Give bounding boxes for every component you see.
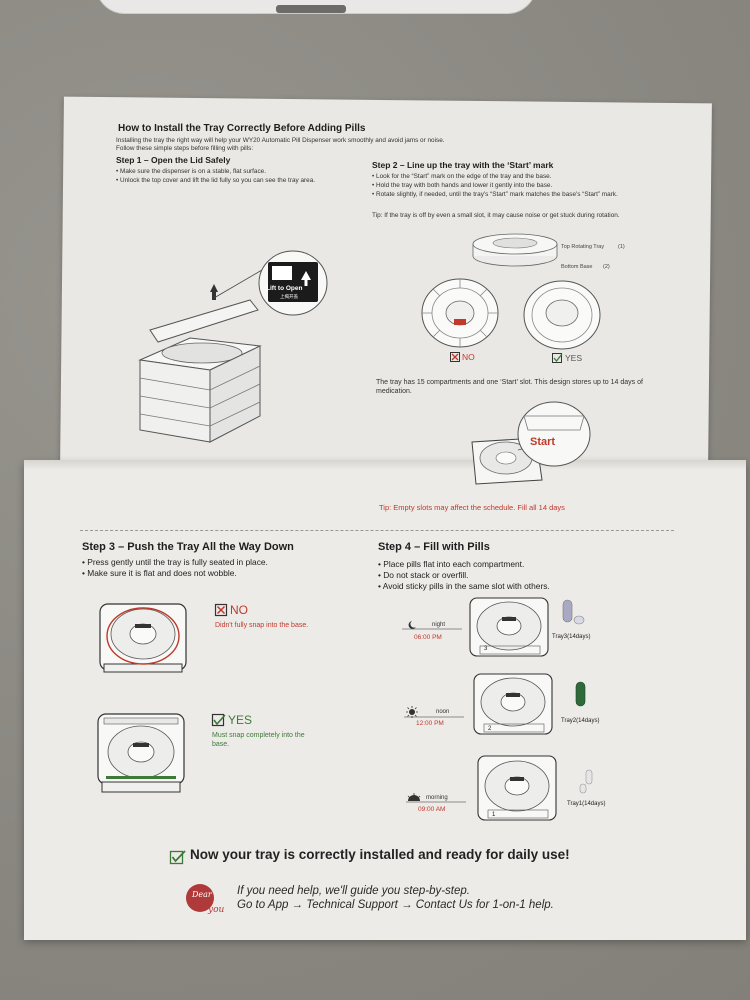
step3-bullet-2: • Make sure it is flat and does not wobb… xyxy=(82,568,237,578)
tray2-illustration xyxy=(473,673,553,735)
tray2-num: 2 xyxy=(488,726,492,732)
dispenser-device-top xyxy=(95,0,537,14)
step1-bullet-2: • Unlock the top cover and lift the lid … xyxy=(116,177,316,184)
no-cross-icon xyxy=(450,352,460,362)
tray3-illustration xyxy=(469,597,549,657)
tray2-pill-icon xyxy=(575,681,586,707)
step3-no-icon xyxy=(214,603,228,617)
tray3-num: 3 xyxy=(484,646,488,652)
step4-bullet-3: • Avoid sticky pills in the same slot wi… xyxy=(378,581,550,591)
final-check-icon xyxy=(169,850,186,865)
compartments-text: The tray has 15 compartments and one ‘St… xyxy=(376,379,643,395)
step2-bullet-1: • Look for the “Start” mark on the edge … xyxy=(372,173,552,180)
step2-bullet-3: • Rotate slightly, if needed, until the … xyxy=(372,191,618,198)
start-mark-label: Start xyxy=(530,436,556,448)
start-slot-illustration xyxy=(471,401,591,485)
lift-to-open-label: Lift to Open xyxy=(266,285,303,292)
sheet-fold xyxy=(24,460,746,470)
tray-misaligned-illustration xyxy=(421,278,499,348)
sheet-title: How to Install the Tray Correctly Before… xyxy=(118,123,366,134)
label-bottom-base-num: (2) xyxy=(603,264,610,270)
tray3-period: night xyxy=(432,622,446,628)
tray2-time: 12:00 PM xyxy=(416,720,444,727)
tray1-num: 1 xyxy=(492,812,496,818)
tray-seated-illustration xyxy=(97,713,185,793)
intro-line-1: Installing the tray the right way will h… xyxy=(116,137,445,144)
step3-no-label: NO xyxy=(230,603,248,617)
logo-text-bottom: you xyxy=(208,905,225,915)
step3-no-desc: Didn't fully snap into the base. xyxy=(215,622,309,629)
tray2-label: Tray2(14days) xyxy=(561,718,600,724)
lift-to-open-callout xyxy=(258,250,328,316)
step3-yes-icon xyxy=(211,713,226,727)
tray3-pills-icon xyxy=(562,599,585,625)
open-dispenser-illustration xyxy=(138,269,263,443)
tray1-time: 09:00 AM xyxy=(418,806,446,813)
step3-heading: Step 3 – Push the Tray All the Way Down xyxy=(82,541,294,553)
step4-bullet-1: • Place pills flat into each compartment… xyxy=(378,559,525,569)
yes-check-icon xyxy=(552,353,563,363)
step2-heading: Step 2 – Line up the tray with the ‘Star… xyxy=(372,160,554,170)
dear-you-logo xyxy=(186,884,214,912)
tray3-label: Tray3(14days) xyxy=(552,634,591,640)
tray3-time: 06:00 PM xyxy=(414,634,442,641)
tray2-period: noon xyxy=(436,709,450,715)
tray1-period: morning xyxy=(426,795,448,801)
moon-icon xyxy=(402,621,462,630)
step1-bullet-1: • Make sure the dispenser is on a stable… xyxy=(116,168,267,175)
tip-fill-all: Tip: Empty slots may affect the schedule… xyxy=(379,503,565,512)
tray-not-seated-illustration xyxy=(99,603,187,673)
step1-heading: Step 1 – Open the Lid Safely xyxy=(116,155,231,165)
sunrise-icon xyxy=(406,793,466,803)
intro-line-2: Follow these simple steps before filling… xyxy=(116,145,254,152)
step2-bullet-2: • Hold the tray with both hands and lowe… xyxy=(372,182,553,189)
instruction-sheet-lower xyxy=(24,462,746,940)
dispenser-slot xyxy=(276,5,346,13)
label-top-tray-num: (1) xyxy=(618,244,625,250)
tray1-illustration xyxy=(477,755,557,821)
sun-icon xyxy=(404,706,464,718)
tray-stack-illustration xyxy=(472,233,558,267)
step2-no-label: NO xyxy=(462,352,475,362)
label-bottom-base: Bottom Base xyxy=(561,264,593,270)
label-top-tray: Top Rotating Tray xyxy=(561,244,605,250)
section-divider xyxy=(80,530,674,531)
step2-yes-label: YES xyxy=(565,353,583,363)
step4-bullet-2: • Do not stack or overfill. xyxy=(378,570,469,580)
help-line-1: If you need help, we'll guide you step-b… xyxy=(237,885,470,897)
final-message: Now your tray is correctly installed and… xyxy=(190,847,570,862)
help-line-2: Go to App → Technical Support → Contact … xyxy=(237,899,554,911)
tray1-pills-icon xyxy=(579,769,593,794)
tray-aligned-illustration xyxy=(523,280,601,350)
step3-bullet-1: • Press gently until the tray is fully s… xyxy=(82,557,268,567)
step4-heading: Step 4 – Fill with Pills xyxy=(378,541,490,553)
tray1-label: Tray1(14days) xyxy=(567,801,606,807)
step2-tip: Tip: If the tray is off by even a small … xyxy=(372,212,620,219)
step3-yes-label: YES xyxy=(228,713,253,727)
logo-text-top: Dear xyxy=(192,890,212,899)
lift-to-open-sub: 上揭开盖 xyxy=(280,294,298,299)
step3-yes-desc: Must snap completely into the base. xyxy=(212,732,305,748)
